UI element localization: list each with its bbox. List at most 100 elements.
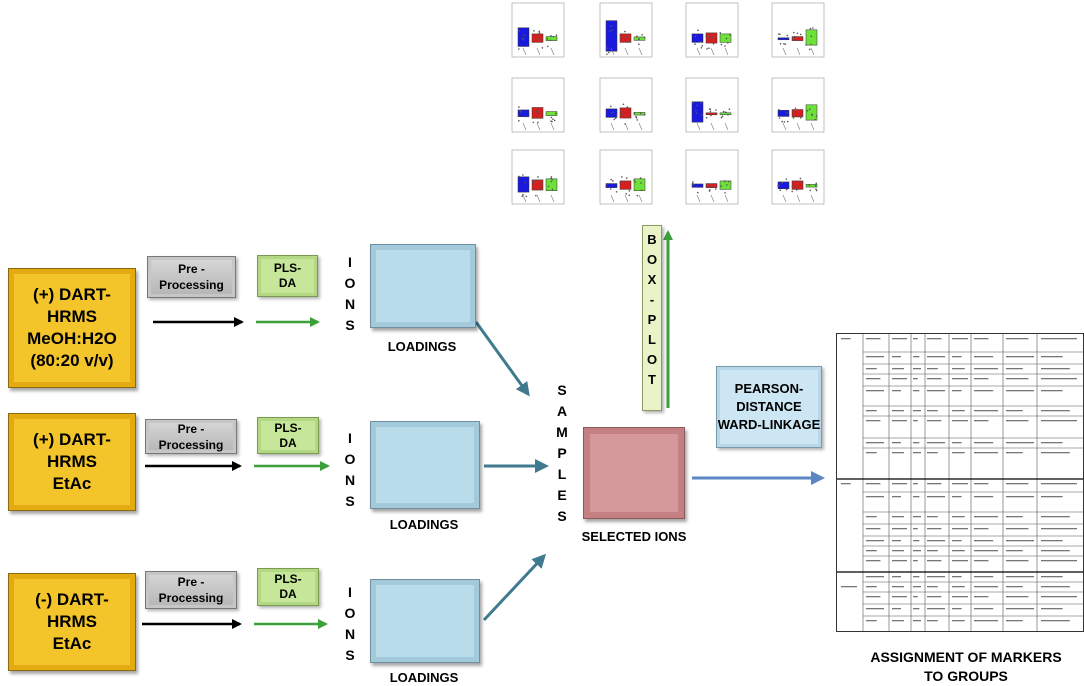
table-cell-text	[866, 338, 881, 340]
table-cell-text	[1041, 420, 1077, 422]
boxplot-point	[799, 117, 802, 119]
boxplot-tick	[724, 122, 729, 131]
table-cell-text	[913, 596, 918, 598]
boxplot-point	[624, 30, 626, 33]
table-cell-text	[927, 338, 942, 340]
boxplot-point	[517, 115, 520, 117]
boxplot-point	[613, 118, 616, 121]
boxplot-box-mark	[531, 179, 544, 191]
table-cell-text	[927, 586, 938, 588]
boxplot-point	[710, 114, 712, 117]
table-cell-text	[913, 483, 918, 485]
boxplot-point	[696, 104, 699, 107]
table-cell-text	[892, 442, 901, 444]
table-cell-text	[1006, 596, 1029, 598]
table-cell-text	[913, 410, 921, 412]
boxplot-point	[784, 43, 787, 46]
boxplot-thumbnail	[599, 77, 653, 133]
boxplot-point	[808, 184, 811, 187]
table-cell-text	[866, 608, 884, 610]
boxplot-thumbnail	[685, 149, 739, 205]
boxplot-tick	[522, 47, 527, 56]
boxplot-point	[609, 30, 611, 32]
boxplot-point	[810, 43, 812, 46]
table-cell-text	[952, 550, 965, 552]
table-cell-text	[927, 608, 945, 610]
table-cell-text	[952, 338, 968, 340]
boxplot-box-mark	[531, 33, 544, 43]
boxplot-point	[518, 106, 520, 108]
boxplot-point	[606, 47, 609, 49]
boxplot-point	[815, 115, 818, 118]
boxplot-point	[692, 183, 695, 186]
table-cell-text	[927, 528, 942, 530]
table-cell-text	[952, 586, 965, 588]
table-cell-text	[913, 540, 920, 542]
boxplot-point	[520, 45, 522, 48]
boxplot-point	[535, 194, 537, 197]
boxplot-point	[709, 110, 712, 113]
boxplot-tick	[536, 47, 541, 56]
source-label-etac-pos: (+) DART- HRMS EtAc	[33, 430, 111, 493]
boxplot-point	[696, 186, 699, 188]
table-cell-text	[1006, 452, 1023, 454]
table-cell-text	[1006, 516, 1023, 518]
table-cell-text	[974, 576, 994, 578]
boxplot-box-mark	[777, 37, 790, 41]
boxplot-point	[615, 191, 618, 193]
source-box-etac-pos: (+) DART- HRMS EtAc	[8, 413, 136, 511]
boxplot-point	[621, 113, 624, 116]
ions-label-row2: I O N S	[344, 430, 356, 509]
boxplot-box-mark	[691, 33, 704, 43]
boxplot-box-mark	[517, 109, 530, 117]
boxplot-point	[786, 120, 789, 123]
boxplot-point	[711, 36, 714, 39]
table-cell-text	[952, 576, 962, 578]
boxplot-tick	[724, 47, 729, 56]
boxplot-point	[691, 182, 694, 185]
table-cell-text	[1006, 368, 1023, 370]
boxplot-point	[518, 119, 520, 122]
boxplot-box-mark	[619, 33, 632, 43]
boxplot-point	[724, 45, 726, 47]
boxplot-point	[626, 41, 629, 43]
boxplot-point	[525, 195, 528, 198]
table-cell-text	[892, 528, 907, 530]
boxplot-box: B O X - P L O T	[642, 225, 662, 411]
boxplot-tick	[796, 194, 801, 203]
boxplot-point	[518, 48, 520, 50]
boxplot-point	[799, 33, 802, 36]
boxplot-point	[778, 33, 780, 35]
boxplot-box-mark	[705, 183, 718, 188]
table-cell-text	[1041, 540, 1063, 542]
table-cell-text	[974, 496, 994, 498]
table-cell-text	[841, 338, 851, 340]
boxplot-box-mark	[791, 109, 804, 118]
boxplot-point	[625, 177, 628, 179]
table-cell-text	[1041, 442, 1063, 444]
boxplot-point	[518, 29, 521, 32]
boxplot-point	[779, 189, 782, 191]
boxplot-point	[519, 110, 521, 112]
arrow-loadings3-samples	[482, 553, 547, 622]
boxplot-point	[796, 186, 798, 188]
table-cell-text	[1041, 560, 1077, 562]
table-cell-text	[866, 356, 884, 358]
table-cell-text	[927, 420, 942, 422]
boxplot-point	[815, 188, 817, 190]
preprocessing-box-row2: Pre - Processing	[145, 419, 237, 454]
boxplot-point	[785, 178, 788, 180]
boxplot-point	[638, 38, 640, 40]
boxplot-point	[778, 117, 781, 119]
boxplot-point	[537, 176, 539, 178]
boxplot-point	[610, 112, 613, 114]
boxplot-point	[814, 184, 817, 187]
table-cell-text	[892, 576, 901, 578]
boxplot-point	[550, 116, 553, 119]
boxplot-point	[791, 185, 794, 187]
boxplot-box-mark	[791, 36, 804, 41]
boxplot-box-mark	[691, 101, 704, 123]
boxplot-point	[815, 182, 818, 185]
boxplot-point	[799, 177, 802, 180]
